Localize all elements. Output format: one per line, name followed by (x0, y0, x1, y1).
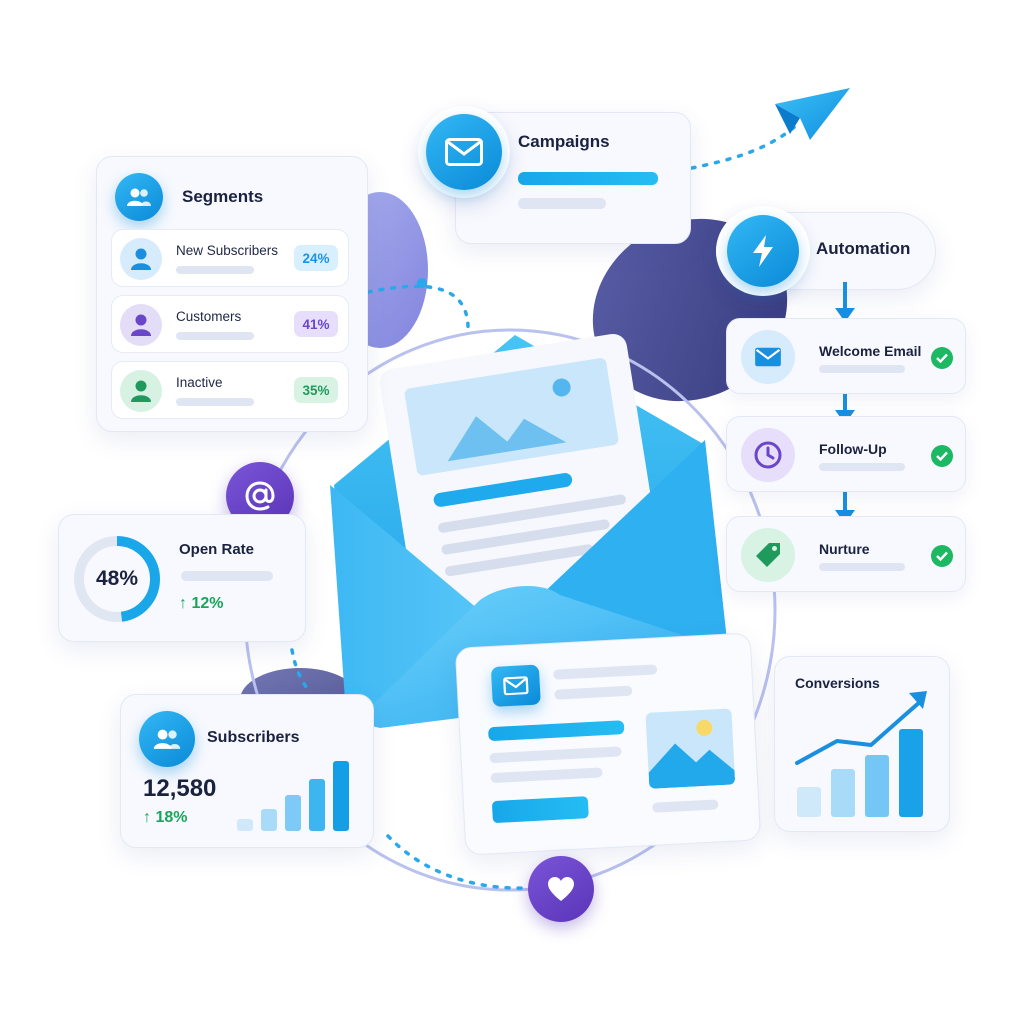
heart-icon (528, 856, 594, 922)
open-rate-card[interactable]: 48% Open Rate ↑ 12% (58, 514, 306, 642)
dotted-path-segments (366, 284, 470, 334)
check-icon (931, 545, 953, 567)
dotted-path-bottom (386, 834, 530, 890)
subscribers-change: ↑ 18% (143, 809, 188, 826)
campaigns-progress-bar (518, 172, 658, 185)
conversion-bar (797, 787, 821, 817)
automation-icon-badge (716, 206, 810, 296)
segment-label: Inactive (176, 375, 223, 390)
placeholder-bar (489, 746, 622, 764)
lightning-icon (727, 215, 799, 287)
segments-card[interactable]: Segments New Subscribers 24% Customers 4… (96, 156, 368, 432)
placeholder-bar (819, 563, 905, 571)
clock-icon (741, 428, 795, 482)
segment-label: Customers (176, 309, 242, 324)
image-placeholder-icon (645, 708, 736, 789)
segments-title: Segments (182, 187, 264, 206)
email-headline-bar (487, 720, 625, 742)
mini-bar (333, 761, 349, 831)
segment-row[interactable]: Customers 41% (111, 295, 349, 353)
users-icon (115, 173, 163, 221)
segment-row[interactable]: New Subscribers 24% (111, 229, 349, 287)
mini-bar (285, 795, 301, 831)
placeholder-bar (819, 365, 905, 373)
placeholder-bar (176, 332, 254, 340)
envelope-icon (741, 330, 795, 384)
automation-step-label: Welcome Email (819, 343, 922, 359)
subscribers-count: 12,580 (143, 775, 217, 802)
segment-label: New Subscribers (176, 243, 279, 258)
open-rate-value: 48% (95, 567, 139, 590)
mini-bar (237, 819, 253, 831)
placeholder-bar (554, 685, 633, 700)
check-icon (931, 347, 953, 369)
open-rate-donut (74, 536, 160, 622)
automation-step-welcome-email[interactable]: Welcome Email (726, 318, 966, 394)
user-avatar-icon (120, 304, 162, 346)
check-icon (931, 445, 953, 467)
campaigns-title: Campaigns (518, 132, 610, 151)
conversion-bar (865, 755, 889, 817)
automation-title: Automation (816, 239, 911, 258)
open-rate-arc (74, 536, 160, 622)
automation-step-follow-up[interactable]: Follow-Up (726, 416, 966, 492)
campaigns-placeholder-bar (518, 198, 606, 209)
automation-step-label: Follow-Up (819, 441, 887, 457)
tag-icon (741, 528, 795, 582)
mini-bar (261, 809, 277, 831)
automation-step-label: Nurture (819, 541, 870, 557)
subscribers-title: Subscribers (207, 729, 300, 746)
email-preview-card[interactable] (454, 632, 762, 856)
email-cta-button[interactable] (491, 796, 589, 824)
conversions-card[interactable]: Conversions (774, 656, 950, 832)
segment-percent-badge: 35% (294, 377, 338, 403)
conversions-title: Conversions (795, 675, 880, 691)
dotted-path-openrate (290, 648, 310, 692)
segment-percent-badge: 24% (294, 245, 338, 271)
trend-line (795, 699, 923, 765)
subscribers-mini-chart (237, 759, 353, 831)
placeholder-bar (652, 799, 719, 813)
dotted-path-campaign-plane (690, 120, 802, 170)
conversion-bar (831, 769, 855, 817)
segment-row[interactable]: Inactive 35% (111, 361, 349, 419)
placeholder-bar (819, 463, 905, 471)
placeholder-bar (176, 266, 254, 274)
segment-percent-badge: 41% (294, 311, 338, 337)
envelope-right-flap (520, 440, 728, 650)
user-avatar-icon (120, 370, 162, 412)
placeholder-bar (176, 398, 254, 406)
trend-arrowhead-icon (909, 691, 927, 709)
open-rate-change: ↑ 12% (179, 595, 224, 612)
user-avatar-icon (120, 238, 162, 280)
campaigns-icon-badge (418, 106, 510, 198)
envelope-icon (490, 664, 541, 707)
mini-bar (309, 779, 325, 831)
envelope-icon (426, 114, 502, 190)
open-rate-title: Open Rate (179, 541, 255, 558)
placeholder-bar (553, 664, 658, 680)
placeholder-bar (181, 571, 273, 581)
subscribers-card[interactable]: Subscribers 12,580 ↑ 18% (120, 694, 374, 848)
paper-plane-icon (775, 88, 850, 140)
placeholder-bar (490, 767, 603, 784)
users-icon (139, 711, 195, 767)
automation-step-nurture[interactable]: Nurture (726, 516, 966, 592)
conversions-chart (795, 691, 927, 817)
conversion-bar (899, 729, 923, 817)
